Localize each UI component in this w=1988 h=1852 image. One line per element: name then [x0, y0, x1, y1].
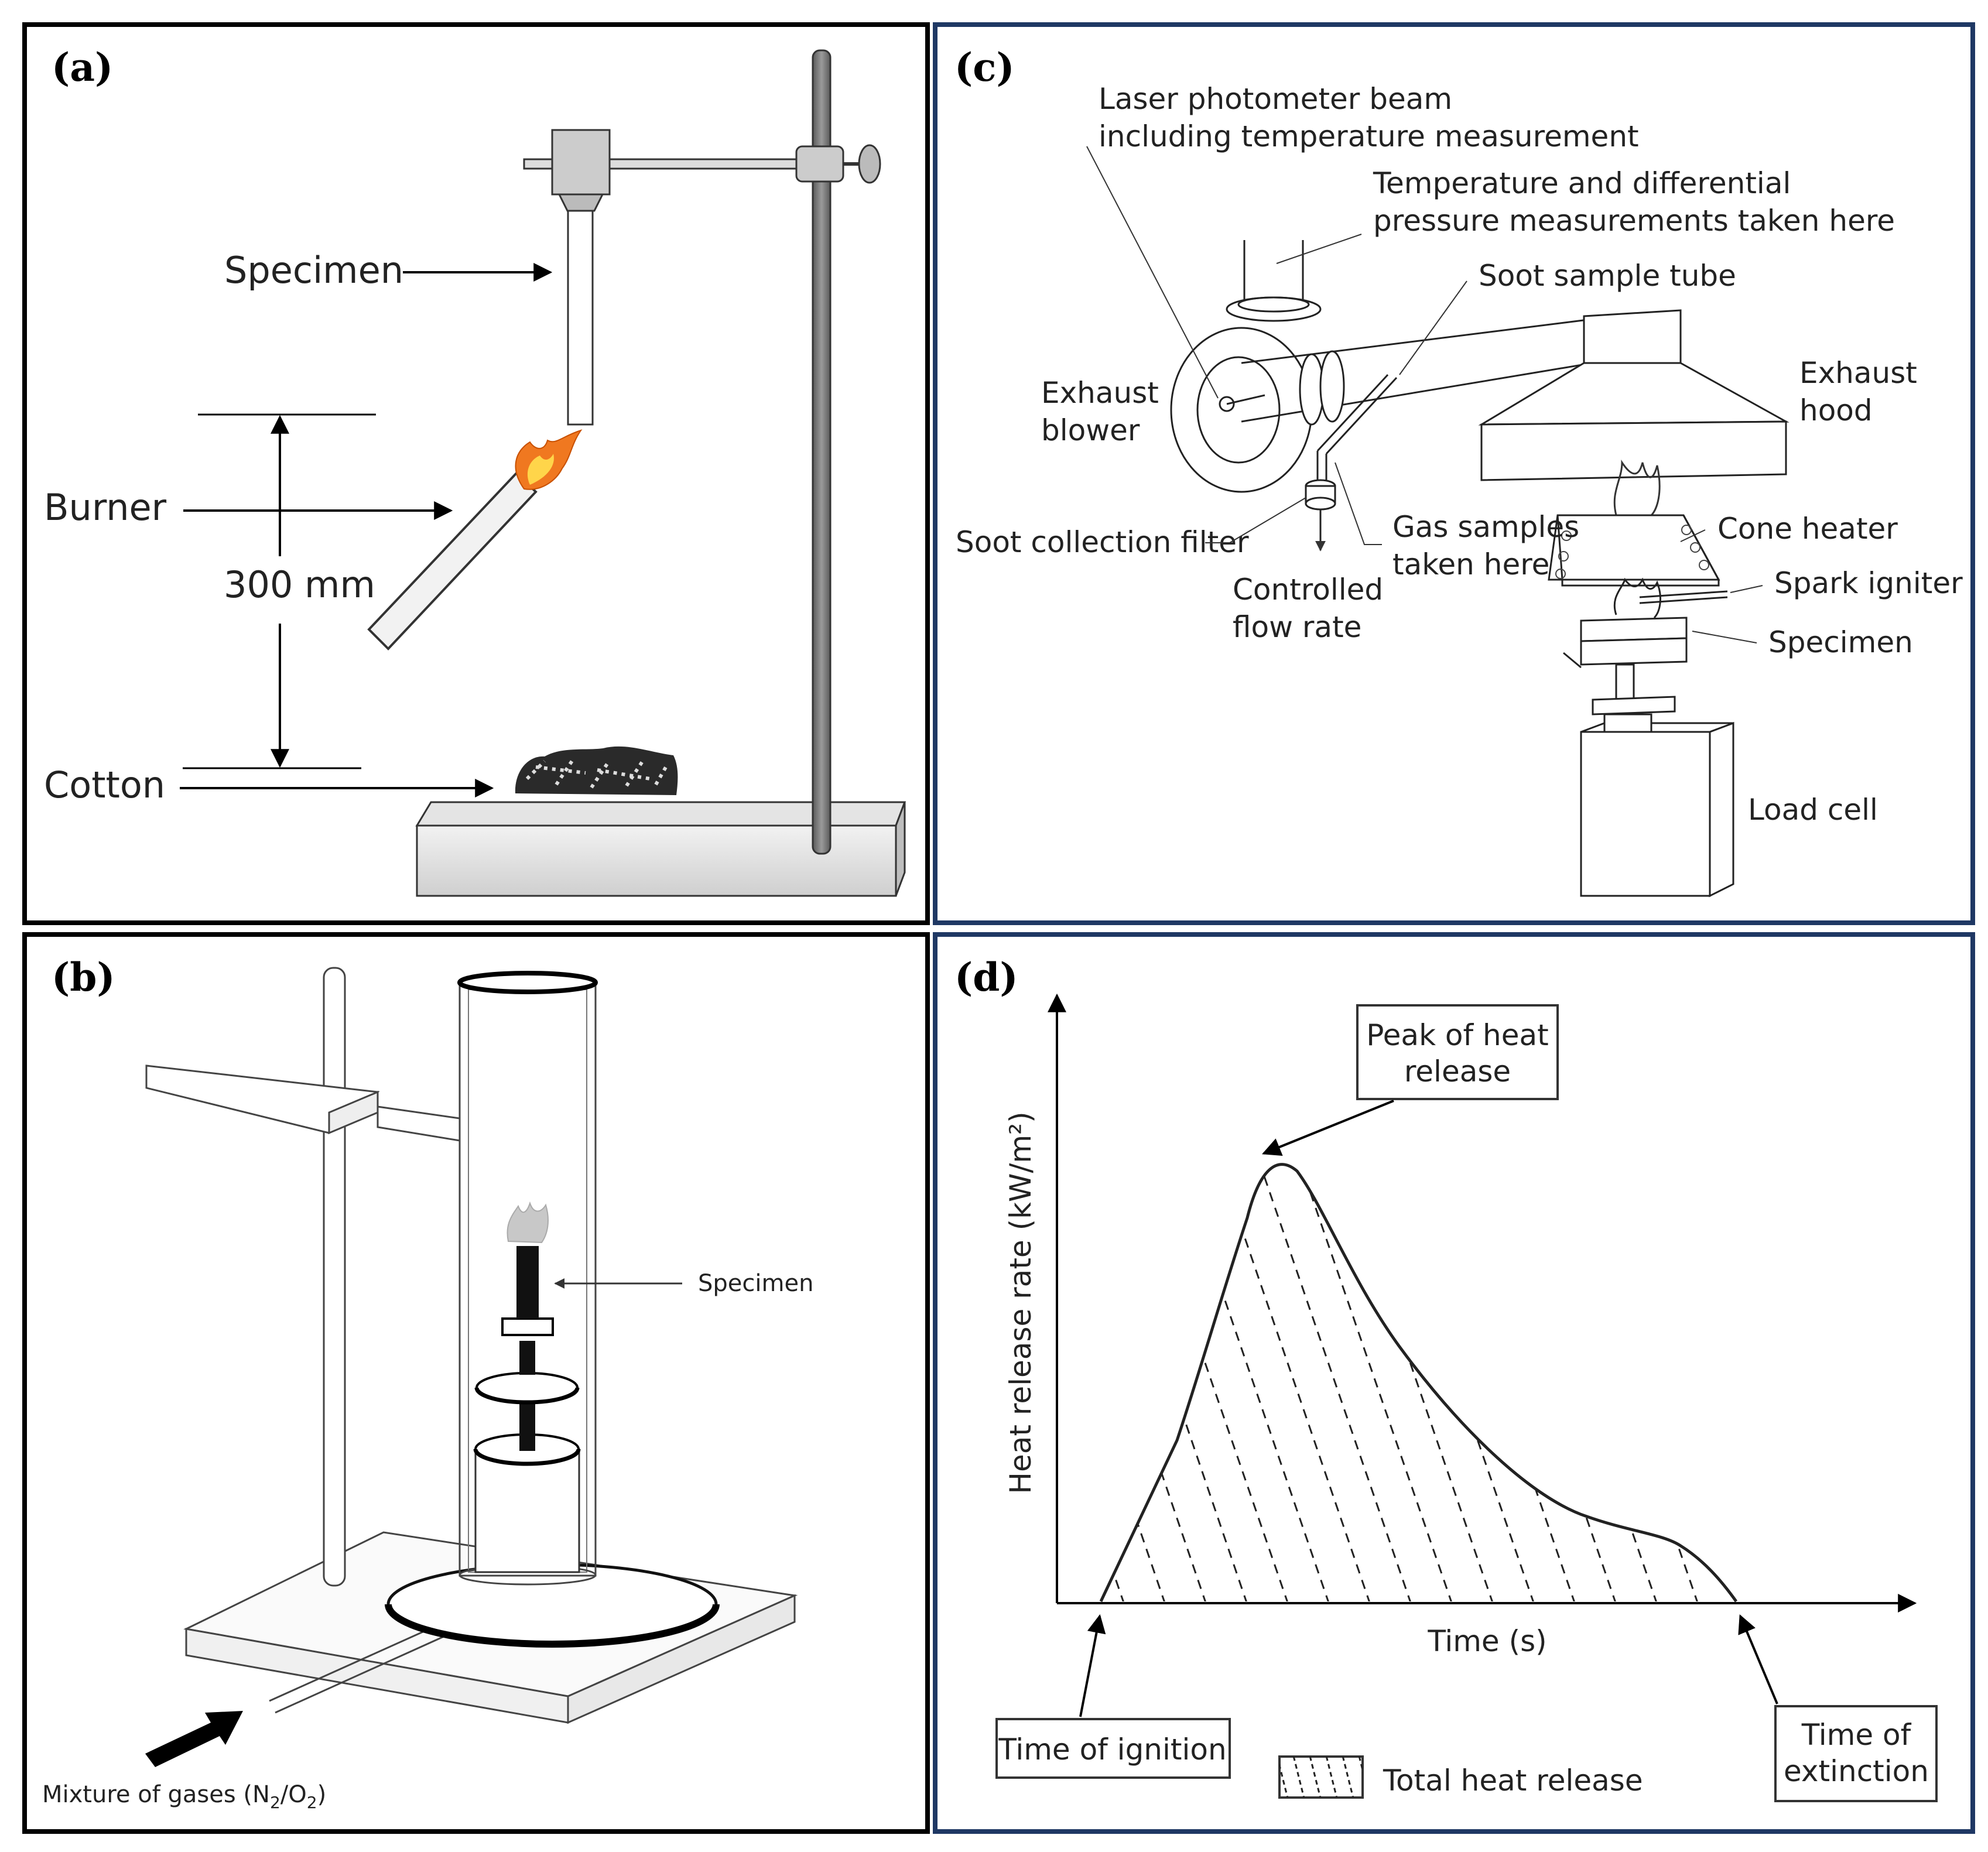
ignition-annotation-box — [995, 1718, 1231, 1779]
grey-flame-icon — [507, 1201, 549, 1244]
load-cell — [1580, 713, 1734, 898]
label-specimen-c: Specimen — [1768, 625, 1913, 659]
label-gas-mixture: Mixture of gases (N2/O2) — [42, 1781, 326, 1812]
label-burner: Burner — [44, 486, 167, 529]
holder-stem-lower — [519, 1402, 535, 1451]
exhaust-hood — [1478, 309, 1789, 481]
label-extinction-line2: extinction — [1784, 1754, 1929, 1788]
label-specimen-a: Specimen — [224, 249, 403, 292]
panel-a: (a) — [22, 22, 930, 925]
panel-c-label: (c) — [954, 44, 1015, 90]
label-flow-line2: flow rate — [1233, 610, 1361, 644]
support-arm — [145, 1064, 461, 1142]
label-temp-line1: Temperature and differential — [1373, 166, 1791, 200]
leader-specimen-c — [1692, 631, 1757, 643]
stand-rod — [812, 49, 832, 855]
label-soot-filter: Soot collection filter — [956, 525, 1249, 559]
stand-clamp — [523, 129, 881, 212]
arrow-peak — [1262, 1100, 1394, 1156]
stand-base — [415, 801, 906, 897]
gas-inlet-arrow-icon — [145, 1711, 243, 1767]
leader-cone — [1680, 529, 1706, 542]
soot-sample-tube — [1316, 374, 1398, 480]
specimen-holder — [1563, 617, 1688, 716]
label-distance: 300 mm — [224, 563, 375, 606]
panel-a-label: (a) — [52, 44, 113, 90]
label-gas-samples-line2: taken here — [1392, 547, 1549, 581]
extinction-annotation-box — [1774, 1705, 1938, 1802]
flames-icon — [1613, 460, 1661, 516]
heat-release-curve — [1099, 1163, 1738, 1603]
leader-soot-filter — [1205, 497, 1306, 543]
inner-cylinder — [473, 1433, 581, 1573]
x-axis-label: Time (s) — [1427, 1624, 1546, 1658]
label-cotton: Cotton — [44, 764, 165, 806]
panel-c: (c) — [933, 22, 1975, 925]
leader-gas-samples — [1335, 462, 1382, 545]
label-soot-tube: Soot sample tube — [1479, 259, 1736, 293]
leader-spark — [1730, 585, 1763, 593]
legend-label: Total heat release — [1383, 1764, 1643, 1798]
label-hood-line1: Exhaust — [1799, 356, 1917, 390]
holder-stem-upper — [519, 1341, 535, 1375]
peak-annotation-box — [1356, 1004, 1559, 1100]
label-extinction-line1: Time of — [1801, 1718, 1912, 1752]
panel-d-label: (d) — [954, 954, 1018, 1000]
specimen-clamp — [501, 1317, 554, 1336]
label-blower-line2: blower — [1041, 413, 1140, 447]
label-peak-line2: release — [1404, 1055, 1511, 1088]
legend-hatch-swatch — [1278, 1755, 1364, 1799]
panel-a-frame — [22, 22, 930, 925]
label-temp-line2: pressure measurements taken here — [1373, 204, 1895, 238]
flame-icon — [515, 429, 583, 490]
leader-temp — [1276, 234, 1362, 264]
panel-d: (d) — [933, 932, 1975, 1834]
label-ignition: Time of ignition — [998, 1733, 1226, 1767]
leader-soot-tube — [1399, 280, 1467, 375]
specimen-strip — [567, 210, 594, 426]
arrow-extinction — [1738, 1614, 1778, 1704]
soot-filter — [1305, 479, 1336, 552]
panel-b-label: (b) — [52, 954, 115, 1000]
label-load-cell: Load cell — [1748, 793, 1878, 827]
label-cone-heater: Cone heater — [1717, 512, 1898, 546]
label-peak-line1: Peak of heat — [1366, 1018, 1548, 1052]
label-flow-line1: Controlled — [1233, 573, 1383, 607]
panel-c-frame — [933, 22, 1975, 925]
arrow-ignition — [1079, 1614, 1106, 1717]
support-rod — [323, 967, 346, 1587]
specimen-bar — [516, 1246, 539, 1319]
label-gas-samples-line1: Gas samples — [1392, 510, 1579, 544]
spark-igniter — [1613, 577, 1728, 619]
label-laser-line1: Laser photometer beam — [1099, 82, 1452, 116]
burner-tube — [367, 471, 538, 651]
panel-b: (b) — [22, 932, 930, 1834]
label-spark-igniter: Spark igniter — [1774, 566, 1963, 600]
exhaust-blower — [1170, 240, 1322, 493]
leader-laser — [1086, 146, 1219, 399]
y-axis-label: Heat release rate (kW/m²) — [1004, 1111, 1038, 1494]
label-laser-line2: including temperature measurement — [1099, 119, 1639, 153]
label-specimen-b: Specimen — [698, 1270, 813, 1297]
label-hood-line2: hood — [1799, 393, 1873, 427]
label-blower-line1: Exhaust — [1041, 376, 1159, 410]
cotton-pile — [515, 746, 678, 795]
